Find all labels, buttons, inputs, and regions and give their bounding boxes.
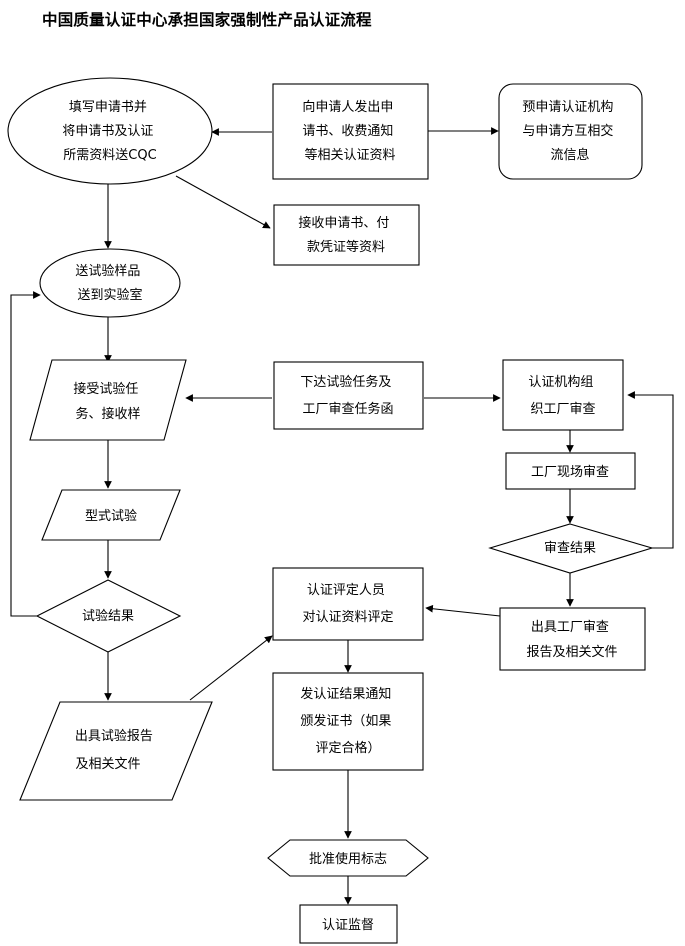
node-text-line: 与申请方互相交	[522, 123, 613, 139]
node-onsite-factory-audit[interactable]: 工厂现场审查	[505, 452, 636, 490]
node-text-line: 等相关认证资料	[304, 147, 395, 163]
node-text-line: 下达试验任务及	[300, 374, 391, 390]
svg-text:工厂现场审查: 工厂现场审查	[531, 465, 609, 480]
node-text-line: 流信息	[550, 147, 589, 163]
svg-text:试验结果: 试验结果	[82, 608, 134, 624]
node-evaluation-staff-review[interactable]: 认证评定人员 对认证资料评定	[272, 567, 424, 641]
edge-n13-to-n11-feedback	[627, 391, 674, 549]
svg-text:审查结果: 审查结果	[544, 541, 596, 556]
node-test-result-decision[interactable]: 试验结果	[35, 579, 182, 653]
rect-shape	[299, 904, 398, 944]
diamond-shape	[488, 523, 654, 574]
node-pre-application-exchange[interactable]: 预申请认证机构 与申请方互相交 流信息	[498, 83, 643, 180]
rect-shape	[272, 567, 424, 641]
node-text-line: 对认证资料评定	[302, 610, 393, 625]
edge-n1-to-n4	[175, 175, 271, 229]
rect-shape	[272, 83, 429, 180]
svg-text:下达试验任务及 工厂审查任务函: 下达试验任务及 工厂审查任务函	[300, 374, 395, 417]
edge-n9-to-n15	[189, 635, 273, 701]
node-text-line: 认证监督	[322, 918, 374, 933]
node-text-line: 工厂现场审查	[531, 465, 609, 480]
node-text-line: 将申请书及认证	[62, 124, 153, 139]
svg-text:型式试验: 型式试验	[85, 508, 137, 524]
rect-shape	[502, 359, 624, 431]
svg-text:接受试验任 务、接收样: 接受试验任 务、接收样	[73, 381, 142, 422]
node-text-line: 出具试验报告	[75, 728, 153, 744]
node-text-line: 工厂审查任务函	[302, 401, 393, 417]
node-text-line: 送试验样品	[75, 263, 140, 279]
rect-shape	[273, 361, 424, 430]
node-issue-factory-audit-report[interactable]: 出具工厂审查 报告及相关文件	[499, 607, 646, 671]
node-text-line: 送到实验室	[77, 287, 142, 303]
svg-text:接收申请书、付 款凭证等资料: 接收申请书、付 款凭证等资料	[298, 215, 393, 255]
node-issue-certificate-notice[interactable]: 发认证结果通知 颁发证书（如果 评定合格）	[272, 672, 424, 771]
rect-shape	[273, 204, 420, 266]
node-text-line: 颁发证书（如果	[300, 713, 391, 729]
svg-text:出具工厂审查 报告及相关文件: 出具工厂审查 报告及相关文件	[526, 620, 617, 660]
svg-text:认证监督: 认证监督	[322, 918, 374, 933]
node-text-line: 向申请人发出申	[302, 99, 393, 115]
node-audit-result-decision[interactable]: 审查结果	[488, 523, 654, 574]
rounded-rect-shape	[498, 83, 643, 180]
edges-layer	[10, 127, 674, 905]
rect-shape	[272, 672, 424, 771]
node-text-line: 请书、收费通知	[302, 123, 393, 139]
edge-n14-to-n15	[425, 604, 501, 617]
rect-shape	[499, 607, 646, 671]
node-text-line: 款凭证等资料	[307, 239, 385, 255]
node-text-line: 评定合格）	[315, 740, 380, 756]
node-text-line: 出具工厂审查	[531, 620, 609, 635]
node-fill-application-ellipse[interactable]: 填写申请书并 将申请书及认证 所需资料送CQC	[7, 77, 213, 185]
svg-text:发认证结果通知 颁发证书（如果 评定: 发认证结果通知 颁发证书（如果 评定合格）	[300, 686, 395, 756]
svg-text:批准使用标志: 批准使用标志	[309, 851, 387, 867]
parallelogram-shape	[19, 701, 213, 801]
svg-text:送试验样品 送到实验室: 送试验样品 送到实验室	[75, 263, 144, 303]
parallelogram-shape	[29, 359, 187, 441]
svg-text:认证机构组 织工厂审查: 认证机构组 织工厂审查	[528, 375, 597, 417]
ellipse-shape	[7, 77, 213, 185]
svg-text:出具试验报告 及相关文件: 出具试验报告 及相关文件	[75, 728, 157, 772]
node-cert-body-organizes-audit[interactable]: 认证机构组 织工厂审查	[502, 359, 624, 431]
edge-n8-to-n5-feedback	[10, 291, 41, 617]
node-text-line: 接受试验任	[73, 381, 138, 397]
rect-shape	[505, 452, 636, 490]
parallelogram-shape	[41, 489, 181, 541]
node-text-line: 审查结果	[544, 541, 596, 556]
node-text-line: 发认证结果通知	[300, 686, 391, 702]
node-approve-mark-usage[interactable]: 批准使用标志	[267, 839, 429, 877]
node-text-line: 接收申请书、付	[298, 215, 389, 231]
node-text-line: 批准使用标志	[309, 851, 387, 867]
node-text-line: 试验结果	[82, 608, 134, 624]
diamond-shape	[35, 579, 182, 653]
node-certification-supervision[interactable]: 认证监督	[299, 904, 398, 944]
node-text-line: 型式试验	[85, 508, 137, 524]
hexagon-shape	[267, 839, 429, 877]
svg-text:认证评定人员 对认证资料评定: 认证评定人员 对认证资料评定	[302, 583, 393, 625]
node-type-test[interactable]: 型式试验	[41, 489, 181, 541]
node-issue-test-report[interactable]: 出具试验报告 及相关文件	[19, 701, 213, 801]
node-text-line: 认证评定人员	[307, 583, 385, 598]
node-receive-application-payment[interactable]: 接收申请书、付 款凭证等资料	[273, 204, 420, 266]
node-text-line: 填写申请书并	[69, 100, 147, 115]
node-issue-application-docs[interactable]: 向申请人发出申 请书、收费通知 等相关认证资料	[272, 83, 429, 180]
node-text-line: 织工厂审查	[530, 402, 595, 417]
ellipse-shape	[39, 248, 181, 318]
node-text-line: 及相关文件	[75, 757, 140, 772]
page-title: 中国质量认证中心承担国家强制性产品认证流程	[42, 11, 372, 29]
node-text-line: 报告及相关文件	[526, 645, 617, 660]
node-text-line: 务、接收样	[75, 406, 140, 422]
svg-text:填写申请书并 将申请书及认证 所需资: 填写申请书并 将申请书及认证 所需资料送CQC	[62, 100, 157, 163]
node-text-line: 所需资料送CQC	[63, 148, 156, 163]
node-text-line: 预申请认证机构	[522, 100, 613, 115]
node-accept-test-task[interactable]: 接受试验任 务、接收样	[29, 359, 187, 441]
svg-text:预申请认证机构 与申请方互相交 流信: 预申请认证机构 与申请方互相交 流信息	[522, 100, 617, 163]
svg-text:向申请人发出申 请书、收费通知 等相: 向申请人发出申 请书、收费通知 等相关认证资料	[302, 99, 397, 163]
node-text-line: 认证机构组	[528, 375, 593, 390]
node-send-samples-to-lab[interactable]: 送试验样品 送到实验室	[39, 248, 181, 318]
node-assign-test-and-factory-audit[interactable]: 下达试验任务及 工厂审查任务函	[273, 361, 424, 430]
